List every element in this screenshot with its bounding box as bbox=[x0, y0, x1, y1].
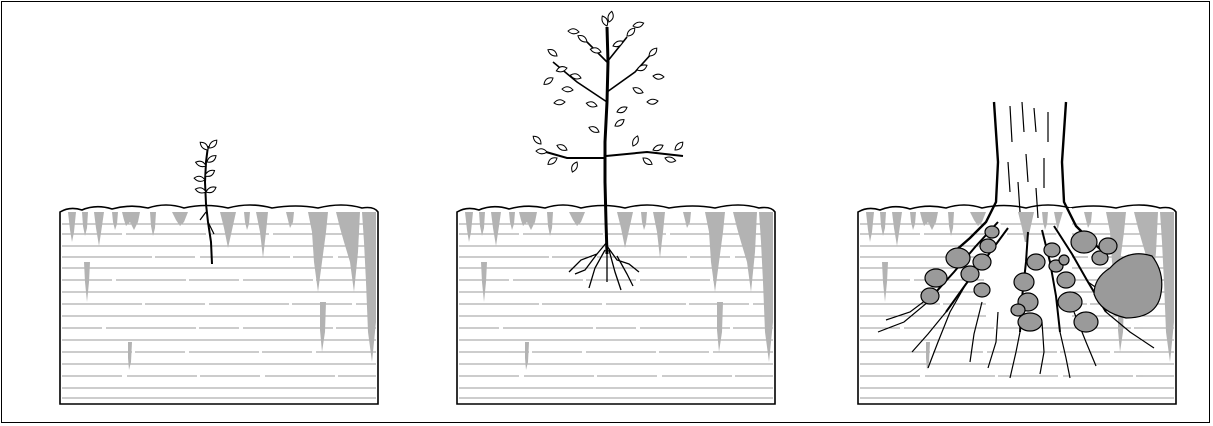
soil-cross-section bbox=[457, 205, 775, 404]
panel-young-tree bbox=[457, 11, 775, 404]
panel-mature-tree bbox=[858, 102, 1176, 404]
soil-cross-section bbox=[60, 205, 378, 404]
panel-seedling bbox=[60, 139, 378, 404]
